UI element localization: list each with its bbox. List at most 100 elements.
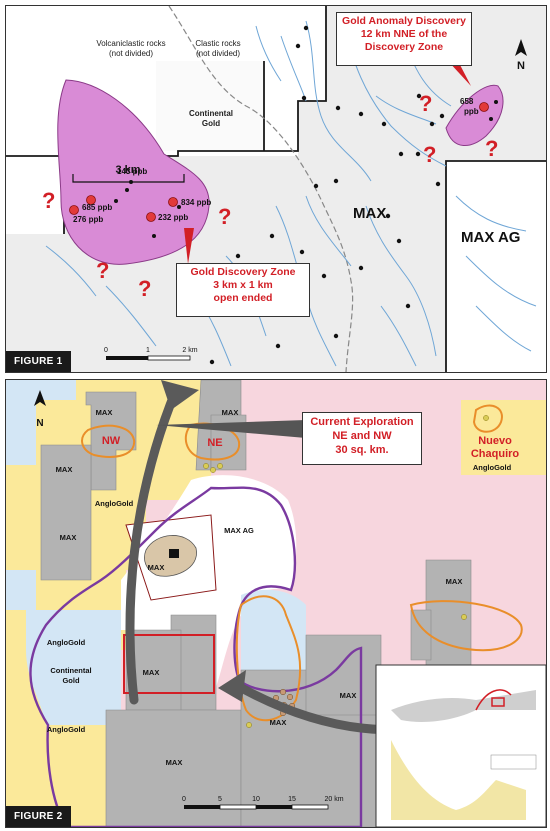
figure-2-label: FIGURE 2 bbox=[6, 806, 71, 827]
geologic-contact bbox=[168, 6, 354, 372]
continental-gold-tract bbox=[156, 61, 264, 151]
exploration-callout-line: 30 sq. km. bbox=[335, 443, 389, 456]
question-mark: ? bbox=[42, 188, 55, 213]
anomaly-pointer bbox=[448, 61, 471, 86]
question-mark: ? bbox=[218, 204, 231, 229]
question-mark: ? bbox=[419, 91, 432, 116]
max-label: MAX bbox=[340, 691, 357, 700]
scale-tick: 1 bbox=[146, 347, 150, 354]
sample-label-685: 685 ppb bbox=[82, 203, 112, 212]
max-ag-label: MAX AG bbox=[461, 229, 520, 246]
rock-label-clastic-sub: (not divided) bbox=[196, 49, 240, 58]
arrow-head-up bbox=[161, 380, 199, 410]
figure-2-svg: N MAX MAX MAX MAX MAX MAX MAX MAX MAX MA… bbox=[6, 380, 546, 827]
anomaly-callout-line: Gold Anomaly Discovery bbox=[342, 15, 466, 27]
width-label: 3 km bbox=[115, 164, 140, 176]
anomaly-callout-line: 12 km NNE of the bbox=[360, 28, 448, 41]
continental-gold-label-sub: Gold bbox=[62, 676, 79, 685]
figure-1-location-box bbox=[123, 634, 215, 694]
max-label: MAX bbox=[148, 563, 165, 572]
gold-occurrence-dots bbox=[203, 415, 489, 728]
max-claims bbox=[40, 380, 472, 827]
blue-patch-central bbox=[241, 589, 306, 670]
scale-tick: 2 km bbox=[182, 347, 197, 354]
figure-1-map: 3 km 143 ppb 685 ppb 276 ppb 232 ppb 834… bbox=[5, 5, 547, 373]
rock-label-clastic: Clastic rocks bbox=[195, 39, 240, 48]
scale-bar: 0 5 10 15 20 km bbox=[182, 796, 344, 810]
anomaly-callout: Gold Anomaly Discovery 12 km NNE of the … bbox=[336, 12, 472, 66]
zone-callout-line: Gold Discovery Zone bbox=[190, 266, 296, 278]
zone-callout: Gold Discovery Zone 3 km x 1 km open end… bbox=[176, 263, 310, 317]
rock-label-volcaniclastic: Volcaniclastic rocks bbox=[96, 39, 165, 48]
sample-label-143: 143 ppb bbox=[117, 167, 147, 176]
max-ag-label: MAX AG bbox=[224, 526, 254, 535]
figure-2-map: N MAX MAX MAX MAX MAX MAX MAX MAX MAX MA… bbox=[5, 379, 547, 828]
max-label: MAX bbox=[270, 718, 287, 727]
anglogold-label: AngloGold bbox=[95, 499, 134, 508]
max-label: MAX bbox=[56, 465, 73, 474]
continental-gold-label: Continental bbox=[50, 666, 91, 675]
gold-discovery-zone bbox=[57, 79, 210, 265]
zone-small-dots bbox=[114, 100, 498, 238]
question-mark: ? bbox=[485, 136, 498, 161]
max-label: MAX bbox=[353, 205, 386, 222]
north-arrow-icon: N bbox=[515, 39, 527, 72]
arrow-to-figure-1 bbox=[125, 385, 181, 705]
continental-gold-area bbox=[26, 610, 121, 725]
scale-bar: 0 1 2 km bbox=[104, 347, 198, 361]
sample-label-232: 232 ppb bbox=[158, 213, 188, 222]
scale-tick: 10 bbox=[252, 796, 260, 803]
purple-boundary bbox=[29, 486, 363, 827]
max-label: MAX bbox=[222, 408, 239, 417]
nuevo-chaquiro-area bbox=[461, 400, 546, 475]
exploration-callout: Current Exploration NE and NW 30 sq. km. bbox=[302, 412, 422, 465]
anglogold-label: AngloGold bbox=[47, 725, 86, 734]
anglogold-label: AngloGold bbox=[473, 463, 512, 472]
max-ag-region bbox=[446, 161, 546, 372]
exploration-callout-line: Current Exploration bbox=[310, 416, 414, 428]
anomaly-callout-line: Discovery Zone bbox=[364, 41, 444, 54]
max-label: MAX bbox=[96, 408, 113, 417]
sample-label-276: 276 ppb bbox=[73, 215, 103, 224]
sample-label-834: 834 ppb bbox=[181, 198, 211, 207]
streams bbox=[45, 20, 537, 367]
ne-label: NE bbox=[207, 437, 222, 449]
nw-label: NW bbox=[102, 435, 121, 447]
nuevo-chaquiro-label-sub: Chaquiro bbox=[471, 448, 520, 460]
scale-tick: 5 bbox=[218, 796, 222, 803]
zone-pointer bbox=[184, 228, 194, 264]
sediment-sample-dots bbox=[209, 25, 445, 365]
gold-sample-dots bbox=[69, 102, 489, 222]
max-label: MAX bbox=[166, 758, 183, 767]
max-label: MAX bbox=[143, 668, 160, 677]
continental-gold-label: Continental bbox=[189, 109, 233, 118]
figure-1-label: FIGURE 1 bbox=[6, 351, 71, 372]
exploration-pointer bbox=[156, 420, 306, 438]
continental-gold-label-sub: Gold bbox=[202, 119, 220, 128]
nuevo-chaquiro-label: Nuevo bbox=[478, 435, 512, 447]
max-label: MAX bbox=[446, 577, 463, 586]
scale-tick: 15 bbox=[288, 796, 296, 803]
question-mark: ? bbox=[138, 276, 151, 301]
zone-callout-line: 3 km x 1 km bbox=[213, 279, 273, 292]
zone-callout-line: open ended bbox=[213, 292, 273, 305]
rock-label-volcaniclastic-sub: (not divided) bbox=[109, 49, 153, 58]
blue-patch-w bbox=[6, 570, 36, 610]
north-label: N bbox=[517, 60, 525, 72]
question-mark: ? bbox=[423, 142, 436, 167]
arrow-head-left bbox=[218, 670, 246, 702]
north-arrow-icon: N bbox=[34, 390, 46, 429]
left-region bbox=[6, 156, 64, 234]
scale-tick: 0 bbox=[182, 796, 186, 803]
max-inset-marker bbox=[169, 549, 179, 558]
question-mark: ? bbox=[96, 258, 109, 283]
north-label: N bbox=[36, 418, 43, 429]
gold-anomaly-zone bbox=[445, 84, 504, 146]
anglogold-label: AngloGold bbox=[47, 638, 86, 647]
regional-inset-map bbox=[375, 664, 546, 827]
exploration-callout-line: NE and NW bbox=[332, 429, 392, 442]
scale-tick: 20 km bbox=[324, 796, 343, 803]
scale-tick: 0 bbox=[104, 347, 108, 354]
blue-patch-nw bbox=[6, 380, 76, 465]
